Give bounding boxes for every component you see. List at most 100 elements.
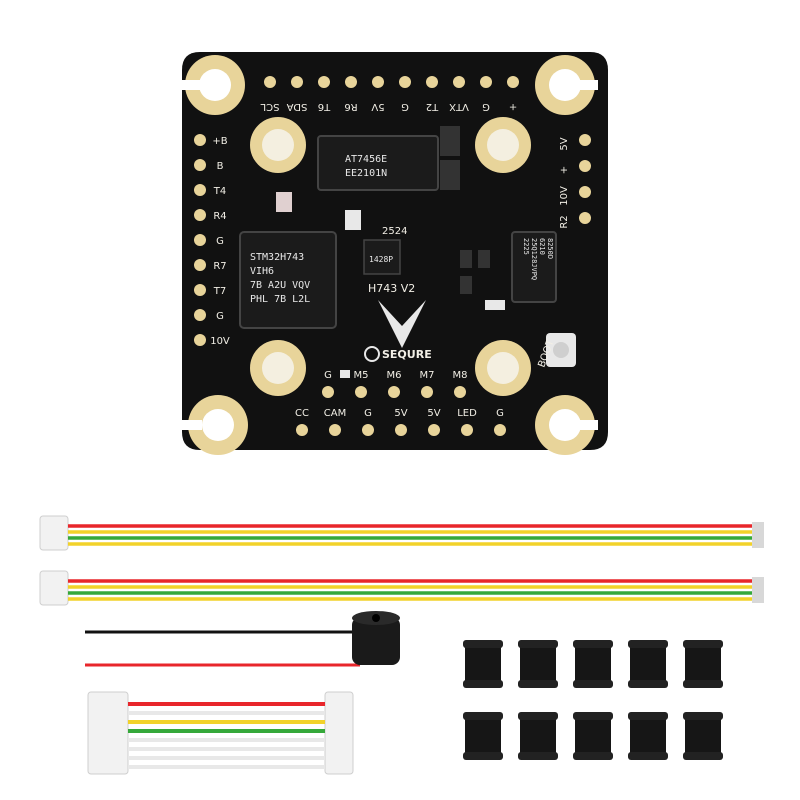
pad-label: 10V [210,336,230,347]
pad-label: M7 [420,370,435,381]
solder-pad [194,209,206,221]
pad-label: SCL [260,101,279,112]
solder-pad [428,424,440,436]
mcu-line-2: VIH6 [250,266,274,277]
solder-pad [329,424,341,436]
pad-label: LED [457,408,477,419]
pad-label: T6 [318,101,331,112]
pad-label: M5 [354,370,369,381]
pad-label: SDA [286,101,307,112]
grommet [463,640,503,688]
grommet [628,712,668,760]
pad-label: T7 [213,286,226,297]
solder-pad [372,76,384,88]
right-solder-pads: 5V +10V R2 [559,134,591,229]
flash-line-3: 6210 [538,238,546,255]
pad-label: G [216,236,224,247]
gyro-chip: 1428P [363,239,401,275]
pad-label: + [509,101,517,112]
cable-connector [39,515,69,551]
cable-tip [752,577,764,603]
grommet [683,640,723,688]
solder-pad [291,76,303,88]
solder-pad [395,424,407,436]
boot-button [546,333,576,367]
corner-mount-bottom-left [182,395,248,455]
solder-pad [296,424,308,436]
pad-label: R2 [559,215,570,228]
solder-pad [194,284,206,296]
solder-pad [264,76,276,88]
solder-pad [421,386,433,398]
pad-label: 10V [559,186,570,206]
pad-label: +B [212,136,227,147]
solder-pad [194,134,206,146]
corner-mount-top-left [182,55,245,115]
flash-line-1: 25Q128JVPQ [530,238,538,280]
solder-pad [480,76,492,88]
cable-connector [39,570,69,606]
brand-logo-icon [364,346,380,362]
pad-label: G [482,101,490,112]
grommet [518,712,558,760]
pad-label: R6 [344,101,357,112]
pad-label: CAM [324,408,346,419]
solder-pad [194,309,206,321]
solder-pad [399,76,411,88]
solder-pad [194,159,206,171]
solder-pad [579,186,591,198]
solder-pad [322,386,334,398]
solder-pad [388,386,400,398]
gyro-label: 1428P [369,255,393,264]
mount-hole [250,340,306,396]
solder-pad [194,184,206,196]
corner-mount-top-right [535,55,598,115]
flash-line-2: 2225 [522,238,530,255]
pad-label: 5V [394,408,407,419]
solder-pad [579,134,591,146]
solder-pad [345,76,357,88]
osd-chip: AT7456E EE2101N [317,135,439,191]
buzzer [85,611,400,667]
cable [39,570,764,606]
mcu-line-1: STM32H743 [250,252,304,263]
cable [39,515,764,551]
board-code: 2524 [382,226,407,237]
solder-pad [454,386,466,398]
signal-cables [39,515,764,606]
pad-label: G [324,370,332,381]
mount-hole [475,117,531,173]
grommet [463,712,503,760]
mcu-chip: STM32H743 VIH6 7B A2U VQV PHL 7B L2L [239,231,337,329]
osd-line-2: EE2101N [345,168,387,179]
grommet [573,640,613,688]
solder-pad [194,234,206,246]
pad-label: T2 [426,101,439,112]
solder-pad [194,259,206,271]
mount-hole [250,117,306,173]
pad-label: G [216,311,224,322]
solder-pad [318,76,330,88]
solder-pad [507,76,519,88]
cable-tip [752,522,764,548]
solder-pad [426,76,438,88]
pad-label: M8 [453,370,468,381]
mount-hole [475,340,531,396]
solder-pad [461,424,473,436]
pad-label: 5V [371,101,384,112]
solder-pad [453,76,465,88]
pad-label: + [559,166,570,174]
solder-pad [579,212,591,224]
osd-line-1: AT7456E [345,154,387,165]
corner-mount-bottom-right [535,395,598,455]
pad-label: G [364,408,372,419]
pad-label: 5V [559,137,570,150]
brand-chevron-logo [378,300,426,348]
pad-label: 5V [427,408,440,419]
solder-pad [579,160,591,172]
